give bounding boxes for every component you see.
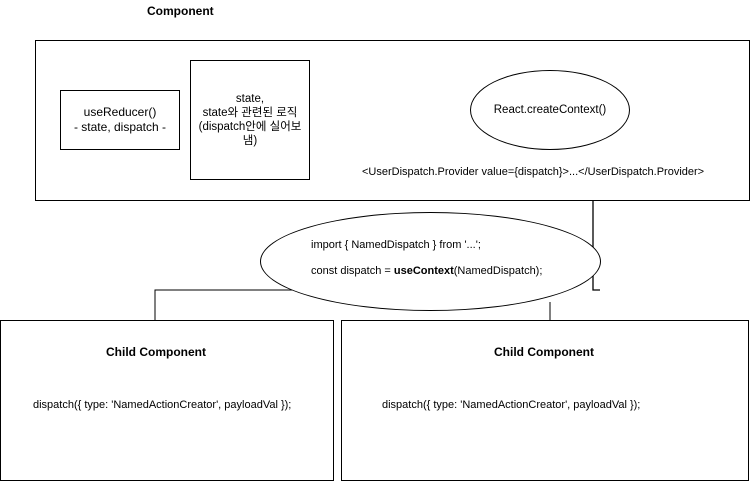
- state-logic-label: state, state와 관련된 로직 (dispatch안에 실어보 냄): [198, 93, 302, 147]
- dispatch-call: dispatch({ type: 'NamedActionCreator', p…: [33, 399, 292, 411]
- child-component-title: Child Component: [106, 345, 206, 359]
- const-suffix: (NamedDispatch);: [453, 265, 543, 277]
- link-left-child-to-hook: [154, 289, 307, 320]
- provider-text: <UserDispatch.Provider value={dispatch}>…: [362, 166, 705, 178]
- parent-component-title: Component: [147, 4, 214, 18]
- const-line: const dispatch = useContext(NamedDispatc…: [311, 265, 542, 277]
- state-logic-box: state, state와 관련된 로직 (dispatch안에 실어보 냄): [190, 60, 310, 180]
- use-reducer-label: useReducer() - state, dispatch -: [73, 105, 167, 134]
- child-component-right: Child Component dispatch({ type: 'NamedA…: [341, 320, 749, 481]
- create-context-label: React.createContext(): [493, 104, 607, 116]
- child-component-title: Child Component: [494, 345, 594, 359]
- dispatch-call: dispatch({ type: 'NamedActionCreator', p…: [382, 399, 641, 411]
- import-line: import { NamedDispatch } from '...';: [311, 239, 481, 251]
- use-reducer-box: useReducer() - state, dispatch -: [60, 90, 180, 150]
- const-prefix: const dispatch =: [311, 265, 394, 277]
- create-context-ellipse: React.createContext(): [470, 70, 630, 150]
- use-context-keyword: useContext: [393, 265, 454, 277]
- use-context-ellipse: import { NamedDispatch } from '...'; con…: [260, 212, 601, 311]
- child-component-left: Child Component dispatch({ type: 'NamedA…: [0, 320, 334, 481]
